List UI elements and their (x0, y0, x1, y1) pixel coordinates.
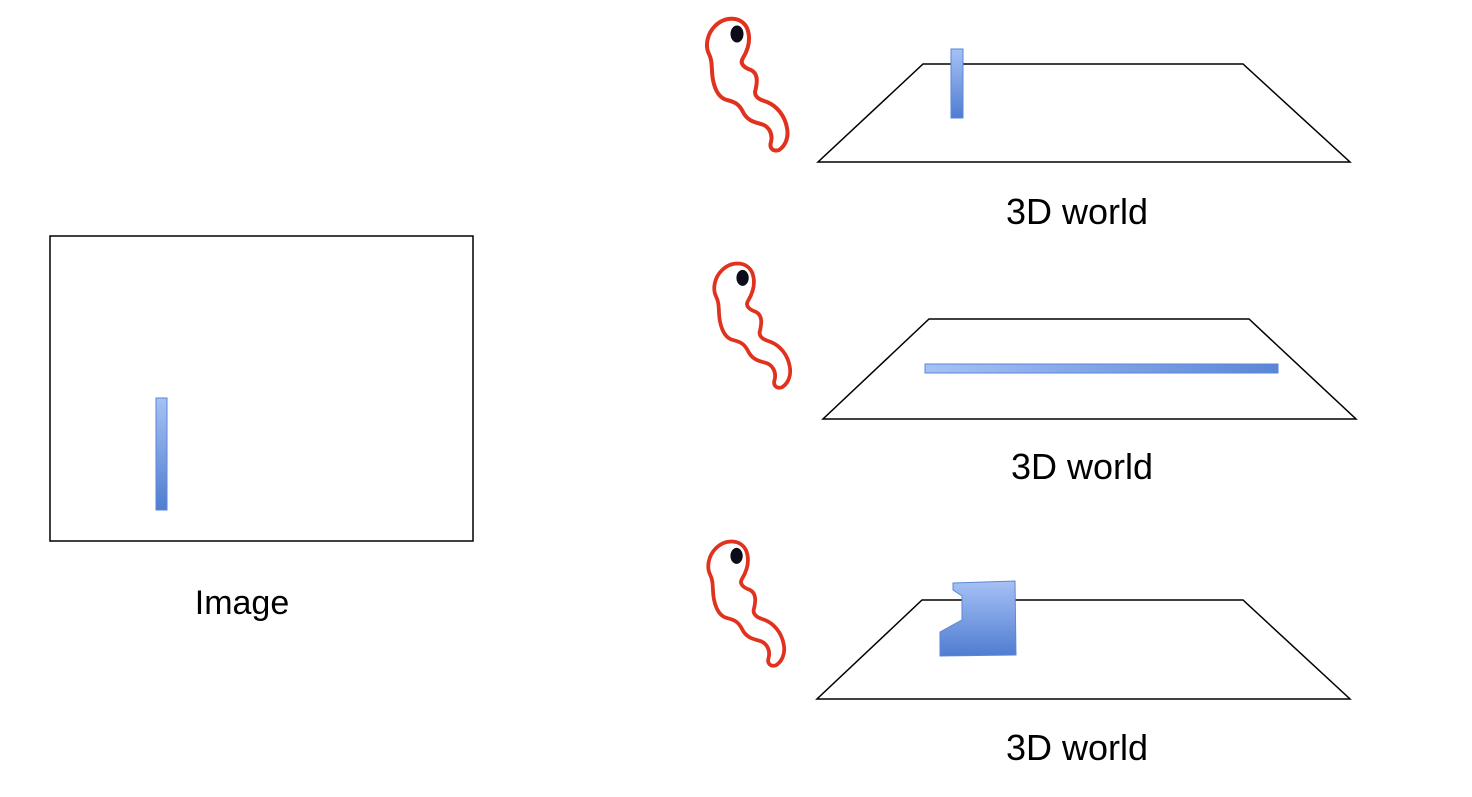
scene-3 (706, 539, 1352, 700)
image-label: Image (194, 584, 290, 622)
observer-figure-icon (705, 16, 790, 153)
observer-figure-icon (706, 539, 787, 668)
ground-plane (815, 599, 1352, 700)
scene-1 (705, 16, 1352, 163)
scene-3-label: 3D world (1005, 727, 1149, 768)
image-panel (49, 235, 474, 542)
scene-object-vertical-pole (950, 48, 964, 119)
scene-2 (712, 261, 1358, 420)
ground-plane (816, 63, 1352, 163)
scene-object-lying-stick (924, 363, 1279, 374)
observer-figure-icon (712, 261, 793, 390)
scene-2-label: 3D world (1010, 446, 1154, 487)
scene-1-label: 3D world (1005, 191, 1149, 232)
image-object-pole (155, 397, 168, 511)
image-frame (49, 235, 474, 542)
scene-object-notched-slab (939, 580, 1017, 657)
